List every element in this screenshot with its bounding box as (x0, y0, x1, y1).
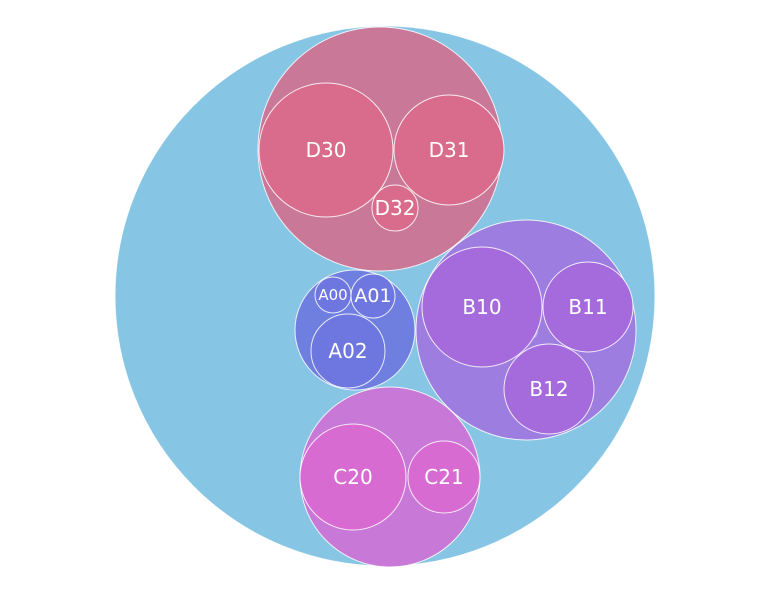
bubble-d31[interactable] (393, 94, 505, 206)
bubble-b11[interactable] (542, 261, 634, 353)
bubble-b12[interactable] (503, 343, 595, 435)
bubble-c21[interactable] (407, 440, 481, 514)
bubble-b10[interactable] (421, 246, 543, 368)
bubble-c20[interactable] (299, 423, 407, 531)
bubble-d32[interactable] (371, 184, 419, 232)
bubble-a01[interactable] (350, 273, 396, 319)
bubble-a02[interactable] (310, 313, 386, 389)
bubble-d30[interactable] (258, 82, 394, 218)
bubble-a00[interactable] (314, 276, 352, 314)
